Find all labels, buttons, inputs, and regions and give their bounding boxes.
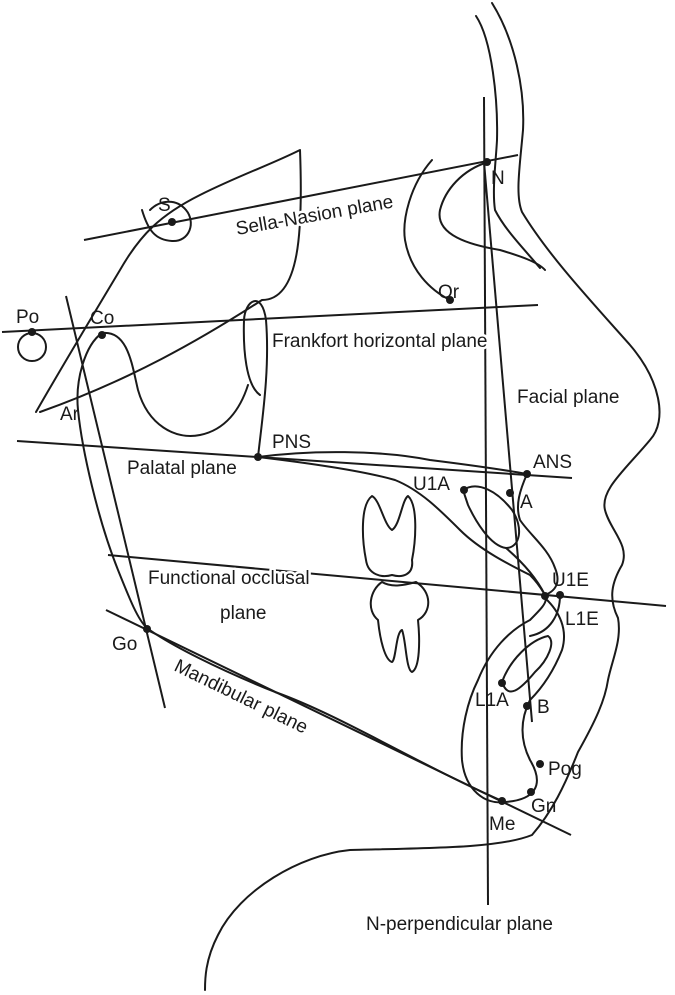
cranial-base-outline: [35, 149, 302, 413]
point-u1e: [541, 592, 549, 600]
porion-ear-rod: [17, 332, 47, 362]
label-n-perpendicular-plane: N-perpendicular plane: [366, 914, 553, 935]
label-facial-plane: Facial plane: [517, 387, 619, 408]
label-go: Go: [112, 634, 137, 655]
ramus-plane-line: [65, 295, 166, 709]
coronoid-notch: [101, 331, 249, 437]
point-me: [498, 797, 506, 805]
label-functional-occlusal-line1: Functional occlusal: [148, 568, 310, 589]
palate-lower: [257, 456, 546, 596]
lower-molar: [369, 581, 430, 673]
point-l1e: [556, 591, 564, 599]
upper-incisor-crown: [505, 547, 546, 596]
label-ar: Ar: [60, 404, 80, 425]
soft-tissue-profile: [204, 2, 661, 991]
label-pns: PNS: [272, 432, 311, 453]
point-a: [506, 489, 514, 497]
label-l1a: L1A: [475, 690, 509, 711]
point-b: [523, 702, 531, 710]
label-palatal-plane: Palatal plane: [127, 458, 237, 479]
lower-incisor: [501, 635, 553, 693]
point-u1a: [460, 486, 468, 494]
upper-molar: [361, 495, 417, 578]
label-co: Co: [90, 308, 114, 329]
label-a: A: [520, 492, 533, 513]
point-go: [143, 625, 151, 633]
label-or: Or: [438, 282, 460, 303]
functional-occlusal-plane-line: [107, 554, 667, 607]
point-gn: [527, 788, 535, 796]
mandibular-plane-line: [105, 609, 572, 836]
point-l1a: [498, 679, 506, 687]
label-gn: Gn: [531, 796, 556, 817]
palatal-plane-line: [16, 440, 573, 479]
label-frankfort-plane: Frankfort horizontal plane: [272, 331, 487, 352]
label-s: S: [158, 195, 171, 216]
sella-nasion-plane-line: [83, 154, 519, 241]
label-po: Po: [16, 307, 39, 328]
point-or: [446, 296, 454, 304]
point-ans: [523, 470, 531, 478]
label-n: N: [491, 168, 505, 189]
pterygomaxillary-fissure: [242, 300, 269, 458]
point-n: [483, 158, 491, 166]
label-pog: Pog: [548, 759, 582, 780]
orbit-outline: [403, 159, 451, 301]
label-sella-nasion-plane: Sella-Nasion plane: [234, 192, 395, 240]
n-perpendicular-plane-line: [483, 96, 489, 906]
point-s: [168, 218, 176, 226]
condyle-ramus: [76, 332, 148, 629]
label-b: B: [537, 697, 550, 718]
nasal-bone: [475, 15, 541, 269]
label-u1a: U1A: [413, 474, 450, 495]
sella-turcica: [141, 200, 192, 243]
point-pog: [536, 760, 544, 768]
point-po: [28, 328, 36, 336]
frontonasal-outline: [438, 161, 546, 271]
label-l1e: L1E: [565, 609, 599, 630]
point-co: [98, 331, 106, 339]
frankfort-horizontal-plane-line: [1, 304, 539, 333]
lower-incisor-crown: [529, 594, 561, 637]
facial-plane-line: [483, 161, 533, 723]
point-pns: [254, 453, 262, 461]
label-ans: ANS: [533, 452, 572, 473]
label-me: Me: [489, 814, 515, 835]
label-functional-occlusal-line2: plane: [220, 603, 267, 624]
label-u1e: U1E: [552, 570, 589, 591]
